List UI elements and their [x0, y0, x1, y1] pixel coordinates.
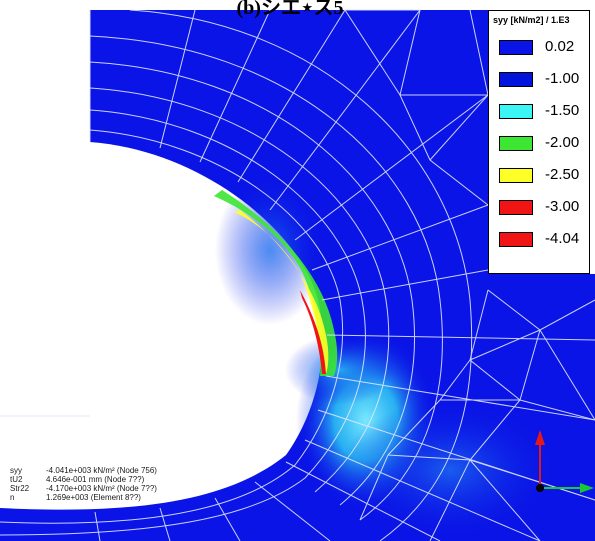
- legend-entry: -2.50: [499, 165, 589, 185]
- legend-value: -3.00: [545, 198, 580, 215]
- readout-key: Str22: [10, 484, 30, 493]
- stress-band-inner: [234, 210, 329, 374]
- readout-row: n 1.269e+003 (Element 8??): [10, 493, 157, 502]
- figure-title: (b)シエ⋆ス5: [236, 0, 344, 19]
- legend-value: -1.50: [545, 102, 580, 119]
- axis-triad: [535, 430, 594, 493]
- result-readout: syy -4.041e+003 kN/m² (Node 756) tU2 4.646…: [10, 466, 157, 502]
- legend-swatch: [499, 232, 533, 247]
- legend-entry: -3.00: [499, 197, 589, 217]
- readout-row: syy -4.041e+003 kN/m² (Node 756): [10, 466, 157, 475]
- legend-entry: -1.50: [499, 101, 589, 121]
- legend-entry: -2.00: [499, 133, 589, 153]
- stress-band-peak: [300, 290, 326, 374]
- readout-key: syy: [10, 466, 22, 475]
- readout-key: tU2: [10, 475, 23, 484]
- readout-value: 1.269e+003 (Element 8??): [46, 493, 141, 502]
- legend-value: 0.02: [545, 38, 575, 55]
- readout-key: n: [10, 493, 15, 502]
- contour-legend: syy [kN/m2] / 1.E3 0.02 -1.00 -1.50 -2.0…: [488, 10, 590, 274]
- legend-swatch: [499, 40, 533, 55]
- readout-row: Str22 -4.170e+003 kN/m² (Node 7??): [10, 484, 157, 493]
- legend-swatch: [499, 200, 533, 215]
- readout-value: -4.170e+003 kN/m² (Node 7??): [46, 484, 157, 493]
- legend-entry: 0.02: [499, 37, 589, 57]
- stress-zone-cyan-upper: [285, 335, 395, 405]
- legend-swatch: [499, 136, 533, 151]
- readout-row: tU2 4.646e-001 mm (Node 7??): [10, 475, 157, 484]
- readout-value: -4.041e+003 kN/m² (Node 756): [46, 466, 157, 475]
- legend-value: -4.04: [545, 230, 580, 247]
- legend-value: -2.00: [545, 134, 580, 151]
- legend-swatch: [499, 168, 533, 183]
- readout-value: 4.646e-001 mm (Node 7??): [46, 475, 145, 484]
- legend-value: -1.00: [545, 70, 580, 87]
- legend-title: syy [kN/m2] / 1.E3: [493, 15, 570, 25]
- legend-swatch: [499, 72, 533, 87]
- legend-entry: -4.04: [499, 229, 589, 249]
- legend-value: -2.50: [545, 166, 580, 183]
- legend-entry: -1.00: [499, 69, 589, 89]
- legend-swatch: [499, 104, 533, 119]
